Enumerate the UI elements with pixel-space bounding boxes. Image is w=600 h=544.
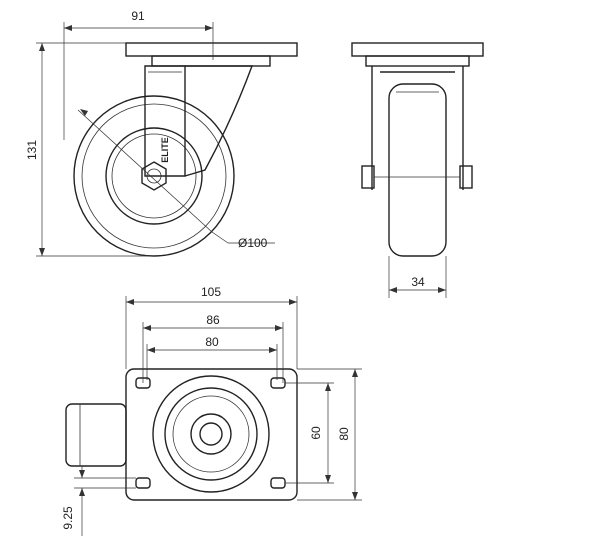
top-kingpin-outer [190, 413, 232, 455]
top-ring-outer [152, 375, 270, 493]
side-top-plate [125, 42, 298, 57]
top-hole-bottom-left-icon [135, 477, 151, 489]
front-view [351, 42, 484, 257]
brand-mark: ELITE [160, 137, 170, 163]
top-mount-plate [125, 368, 298, 501]
side-fork-curve [184, 65, 254, 177]
dim-wheel-width-label: 34 [411, 275, 425, 289]
top-ring-inner [172, 395, 250, 473]
dim-top-offset-label: 91 [131, 9, 145, 23]
dim-wheel-diameter-label: Ø100 [238, 236, 268, 250]
dim-bolt-hole-offset: 9.25 [61, 466, 136, 536]
top-view [65, 368, 298, 501]
dim-wheel-width: 34 [388, 256, 447, 298]
dim-height: 131 [25, 42, 154, 257]
side-wheel-tread-inner [81, 103, 227, 249]
dim-hole-spacing-vertical-label: 60 [309, 426, 323, 440]
dim-hole-spacing-vertical: 60 [285, 382, 334, 484]
top-ring-middle [164, 387, 258, 481]
front-top-plate [351, 42, 484, 57]
side-wheel-hub [105, 127, 203, 225]
top-hole-bottom-right-icon [270, 477, 286, 489]
dim-top-offset: 91 [63, 9, 214, 140]
side-view: ELITE [73, 42, 298, 257]
front-fork-legs [371, 66, 464, 190]
dim-hole-spacing-outer-label: 86 [206, 313, 220, 327]
top-kingpin-inner [199, 422, 223, 446]
dim-plate-height: 80 [297, 368, 362, 501]
dim-hole-spacing-inner: 80 [146, 335, 278, 380]
dim-bolt-hole-offset-label: 9.25 [61, 506, 75, 530]
dim-plate-width: 105 [125, 285, 298, 369]
top-fork-block [65, 403, 127, 467]
side-axle-nut-icon [141, 161, 167, 191]
front-axle-nut-right-icon [459, 165, 473, 189]
dim-hole-spacing-inner-label: 80 [205, 335, 219, 349]
dim-hole-spacing-outer: 86 [142, 313, 284, 383]
front-swivel-bearing [365, 55, 470, 67]
dim-plate-width-label: 105 [201, 285, 221, 299]
dim-wheel-diameter: Ø100 [77, 109, 275, 250]
side-wheel-hub-inner [111, 133, 197, 219]
side-axle-bolt [146, 168, 162, 184]
dim-plate-height-label: 80 [337, 427, 351, 441]
dim-height-label: 131 [25, 140, 39, 160]
side-swivel-bearing [151, 55, 271, 67]
front-wheel [388, 83, 447, 257]
